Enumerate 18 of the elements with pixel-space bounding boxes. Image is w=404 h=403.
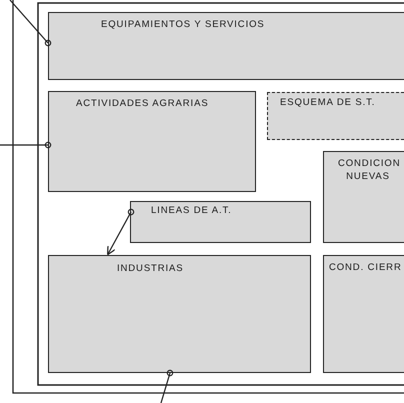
leader-line <box>0 142 52 148</box>
dashed-box <box>267 92 404 140</box>
leader-line <box>10 0 52 46</box>
leader-line <box>160 370 174 403</box>
box-label: INDUSTRIAS <box>117 262 184 275</box>
shaded-box <box>48 12 404 80</box>
shaded-box <box>48 91 256 192</box>
shaded-box <box>323 151 404 243</box>
shaded-box <box>48 255 311 373</box>
shaded-box <box>323 255 404 373</box>
box-label: ACTIVIDADES AGRARIAS <box>76 97 209 110</box>
shaded-box <box>130 201 311 243</box>
box-label: LINEAS DE A.T. <box>151 204 232 217</box>
box-label: CONDICION NUEVAS <box>338 157 398 183</box>
leader-arrow <box>107 208 134 256</box>
box-label: EQUIPAMIENTOS Y SERVICIOS <box>101 18 265 31</box>
box-label: ESQUEMA DE S.T. <box>280 96 376 109</box>
box-label: COND. CIERR <box>329 261 402 274</box>
